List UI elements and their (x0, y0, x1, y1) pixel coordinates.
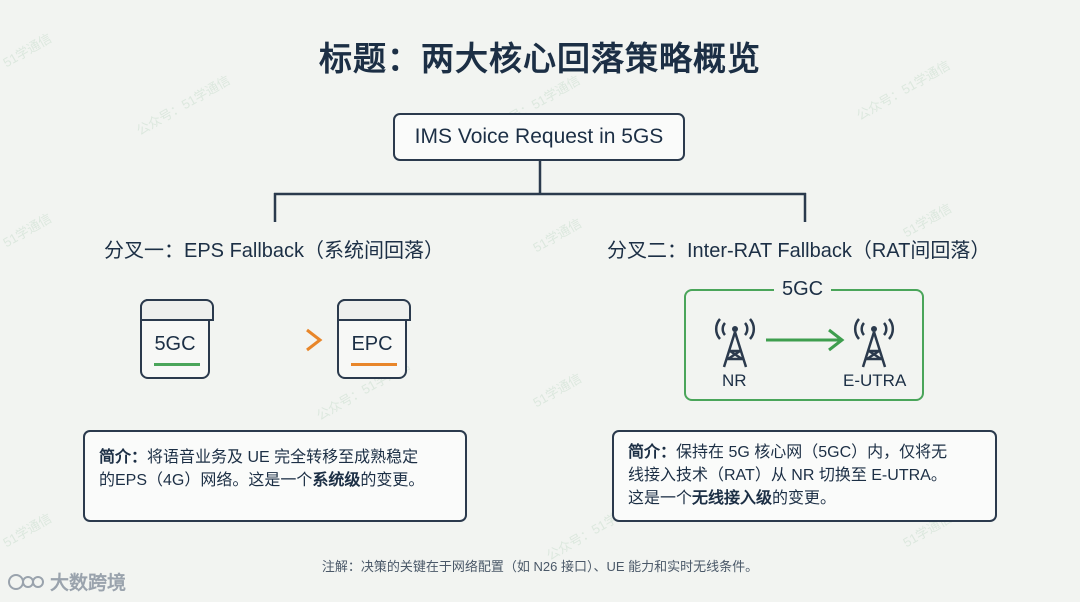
brand-logo: 大数跨境 (6, 568, 126, 595)
eutra-label: E-UTRA (843, 371, 907, 390)
branch2-desc-prefix: 简介： (628, 444, 677, 461)
core-epc-node: EPC (336, 298, 411, 379)
branch1-desc-line2: 的EPS（4G）网络。这是一个系统级的变更。 (99, 469, 453, 492)
branch2-description: 简介：保持在 5G 核心网（5GC）内，仅将无 线接入技术（RAT）从 NR 切… (612, 430, 997, 522)
brand-logo-text: 大数跨境 (50, 573, 127, 594)
eutra-tower-icon (854, 318, 894, 368)
core-epc-label: EPC (351, 333, 393, 355)
branch2-desc-bold: 无线接入级 (692, 490, 773, 507)
page-title: 标题：两大核心回落策略概览 (319, 40, 761, 77)
eps-arrow-head (306, 328, 323, 352)
branch1-desc-prefix: 简介： (99, 449, 148, 466)
brand-logo-icon (8, 573, 44, 590)
nr-tower-icon (715, 318, 755, 368)
branch2-desc-text3a: 这是一个 (628, 490, 693, 507)
node-lid (336, 298, 411, 321)
core-5gc-bar (154, 363, 200, 366)
node-lid (139, 298, 214, 321)
irat-arrow-head (828, 328, 845, 352)
branch1-title: 分叉一：EPS Fallback（系统间回落） (104, 240, 445, 262)
core-epc-bar (351, 363, 397, 366)
footnote: 注解：决策的关键在于网络配置（如 N26 接口）、UE 能力和实时无线条件。 (321, 559, 759, 574)
branch2-desc-line1: 简介：保持在 5G 核心网（5GC）内，仅将无 (628, 441, 983, 464)
branch1-desc-text2a: 的EPS（4G）网络。这是一个 (99, 472, 313, 489)
branch2-desc-text3b: 的变更。 (772, 490, 837, 507)
branch1-desc-bold: 系统级 (312, 472, 361, 489)
nr-label: NR (722, 371, 747, 390)
branch2-title: 分叉二：Inter-RAT Fallback（RAT间回落） (607, 240, 991, 262)
root-node: IMS Voice Request in 5GS (393, 113, 685, 161)
branch1-desc-line1: 简介：将语音业务及 UE 完全转移至成熟稳定 (99, 446, 453, 469)
branch2-desc-line2: 线接入技术（RAT）从 NR 切换至 E-UTRA。 (628, 467, 947, 484)
branch2-desc-text1: 保持在 5G 核心网（5GC）内，仅将无 (676, 444, 948, 461)
branch1-desc-text2b: 的变更。 (360, 472, 425, 489)
root-node-label: IMS Voice Request in 5GS (414, 125, 664, 148)
branch2-desc-line3: 这是一个无线接入级的变更。 (628, 487, 983, 510)
core-5gc-label: 5GC (154, 333, 196, 355)
branch1-description: 简介：将语音业务及 UE 完全转移至成熟稳定 的EPS（4G）网络。这是一个系统… (83, 430, 467, 522)
core-5gc-frame-label: 5GC (774, 278, 832, 301)
core-5gc-node: 5GC (139, 298, 214, 379)
branch1-desc-text1: 将语音业务及 UE 完全转移至成熟稳定 (147, 449, 419, 466)
